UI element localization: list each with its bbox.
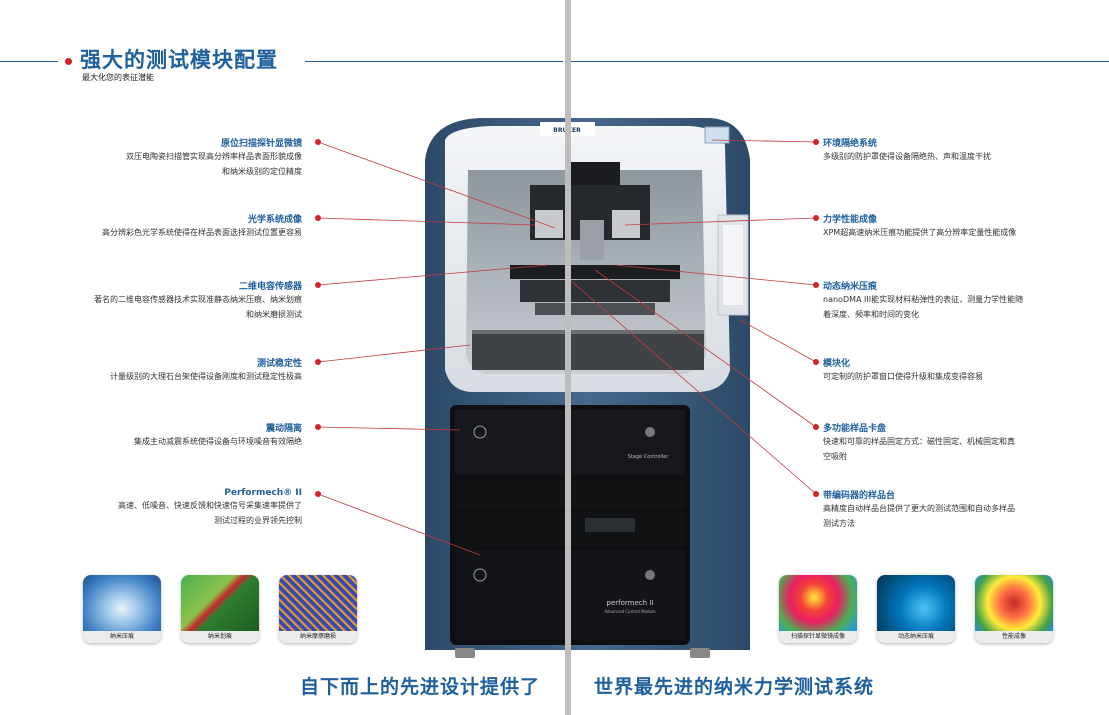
feature-title: Performech® II <box>224 488 302 498</box>
feature-desc-line: 多级别的防护罩使得设备隔绝热、声和温度干扰 <box>823 152 991 161</box>
feature-desc-line: 集成主动减震系统使得设备与环境噪音有效隔绝 <box>134 437 302 446</box>
feature-title: 动态纳米压痕 <box>823 282 878 292</box>
feature-title: 光学系统成像 <box>247 215 302 225</box>
feature-stability: 测试稳定性 计量级别的大理石台架使得设备刚度和测试稳定性极高 <box>72 356 302 384</box>
feature-vibration-isolation: 震动隔离 集成主动减震系统使得设备与环境噪音有效隔绝 <box>72 421 302 449</box>
footer-left-text: 自下而上的先进设计提供了 <box>300 676 541 698</box>
nanoindentation-image <box>83 575 161 631</box>
feature-desc-line: 和纳米磨损测试 <box>246 310 302 319</box>
svg-text:Advanced Control Module: Advanced Control Module <box>604 609 656 614</box>
property-mapping-image <box>975 575 1053 631</box>
feature-desc-line: 高精度自动样品台提供了更大的测试范围和自动多样品 <box>823 504 1015 513</box>
thumbnail-caption: 性能成像 <box>975 631 1053 643</box>
feature-title: 环境隔绝系统 <box>823 139 878 149</box>
title-rule-far-right <box>571 61 1109 62</box>
dynamic-indentation-image <box>877 575 955 631</box>
feature-desc-line: 快速和可靠的样品固定方式：磁性固定、机械固定和真 <box>823 437 1015 446</box>
thumbnail-caption: 动态纳米压痕 <box>877 631 955 643</box>
feature-title: 原位扫描探针显微镜 <box>220 139 302 149</box>
page-title: 强大的测试模块配置 <box>80 48 278 72</box>
footer-right-text: 世界最先进的纳米力学测试系统 <box>594 676 875 698</box>
thumbnail-caption: 纳米摩擦磨损 <box>279 631 357 643</box>
feature-sample-chuck: 多功能样品卡盘 快速和可靠的样品固定方式：磁性固定、机械固定和真 空吸附 <box>823 421 1063 464</box>
feature-desc-line: XPM超高速纳米压痕功能提供了高分辨率定量性能成像 <box>823 228 1017 237</box>
title-rule-right <box>305 61 563 62</box>
thumbnail-dynamic-indentation: 动态纳米压痕 <box>877 575 955 643</box>
svg-text:Stage Controller: Stage Controller <box>628 454 670 460</box>
thumbnail-nanoindentation: 纳米压痕 <box>83 575 161 643</box>
feature-optics: 光学系统成像 高分辨彩色光学系统使得在样品表面选择测试位置更容易 <box>72 212 302 240</box>
feature-environment-isolation: 环境隔绝系统 多级别的防护罩使得设备隔绝热、声和温度干扰 <box>823 136 1063 164</box>
feature-modular: 模块化 可定制的防护罩窗口使得升级和集成变得容易 <box>823 356 1063 384</box>
feature-title: 多功能样品卡盘 <box>823 424 887 434</box>
feature-encoded-stage: 带编码器的样品台 高精度自动样品台提供了更大的测试范围和自动多样品 测试方法 <box>823 488 1063 531</box>
thumbnail-caption: 纳米划痕 <box>181 631 259 643</box>
feature-desc-line: 高速、低噪音、快速反馈和快速信号采集速率提供了 <box>118 501 302 510</box>
feature-desc-line: 高分辨彩色光学系统使得在样品表面选择测试位置更容易 <box>102 228 302 237</box>
feature-property-mapping: 力学性能成像 XPM超高速纳米压痕功能提供了高分辨率定量性能成像 <box>823 212 1063 240</box>
title-bullet <box>65 58 72 65</box>
feature-title: 带编码器的样品台 <box>823 491 896 501</box>
feature-desc-line: 着深度、频率和时间的变化 <box>823 310 919 319</box>
thumbnail-caption: 纳米压痕 <box>83 631 161 643</box>
feature-capacitive-sensor: 二维电容传感器 著名的二维电容传感器技术实现准静态纳米压痕、纳米划痕 和纳米磨损… <box>72 279 302 322</box>
svg-text:performech II: performech II <box>607 599 654 607</box>
page-fold-divider <box>565 0 571 715</box>
feature-title: 模块化 <box>823 359 851 369</box>
spm-image <box>779 575 857 631</box>
feature-desc-line: 测试方法 <box>823 519 855 528</box>
feature-desc-line: 测试过程的业界领先控制 <box>214 516 302 525</box>
feature-desc-line: 双压电陶瓷扫描管实现高分辨率样品表面形貌成像 <box>126 152 302 161</box>
feature-desc-line: 空吸附 <box>823 452 847 461</box>
feature-desc-line: 著名的二维电容传感器技术实现准静态纳米压痕、纳米划痕 <box>94 295 302 304</box>
feature-title: 二维电容传感器 <box>238 282 302 292</box>
feature-desc-line: 计量级别的大理石台架使得设备刚度和测试稳定性极高 <box>110 372 302 381</box>
thumbnail-nanowear: 纳米摩擦磨损 <box>279 575 357 643</box>
feature-title: 震动隔离 <box>265 424 302 434</box>
feature-dynamic-indentation: 动态纳米压痕 nanoDMA III能实现材料粘弹性的表征，测量力学性能随 着深… <box>823 279 1063 322</box>
feature-performech: Performech® II 高速、低噪音、快速反馈和快速信号采集速率提供了 测… <box>72 488 302 528</box>
feature-desc-line: 和纳米级别的定位精度 <box>222 167 302 176</box>
thumbnail-caption: 扫描探针显微镜成像 <box>779 631 857 643</box>
feature-title: 测试稳定性 <box>256 359 302 369</box>
feature-afm: 原位扫描探针显微镜 双压电陶瓷扫描管实现高分辨率样品表面形貌成像 和纳米级别的定… <box>72 136 302 179</box>
feature-desc-line: nanoDMA III能实现材料粘弹性的表征，测量力学性能随 <box>823 295 1024 304</box>
page-subtitle: 最大化您的表征潜能 <box>82 73 154 82</box>
thumbnail-spm-imaging: 扫描探针显微镜成像 <box>779 575 857 643</box>
thumbnail-property-mapping: 性能成像 <box>975 575 1053 643</box>
nanowear-image <box>279 575 357 631</box>
title-rule-left <box>0 61 58 62</box>
nanoscratch-image <box>181 575 259 631</box>
feature-desc-line: 可定制的防护罩窗口使得升级和集成变得容易 <box>823 372 983 381</box>
thumbnail-nanoscratch: 纳米划痕 <box>181 575 259 643</box>
feature-title: 力学性能成像 <box>823 215 878 225</box>
